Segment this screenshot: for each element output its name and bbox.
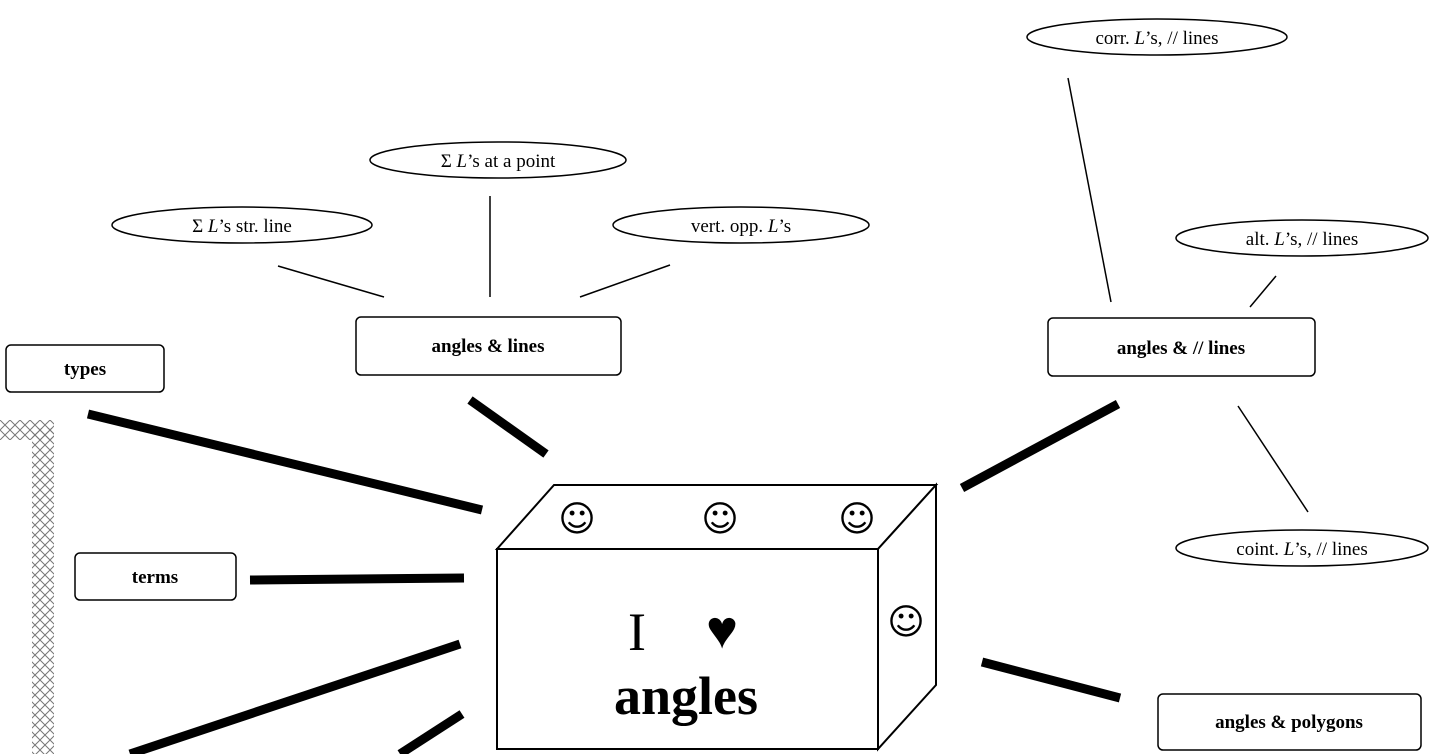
thin-alt [1250,276,1276,307]
svg-text:angles & // lines: angles & // lines [1117,338,1245,359]
connector-angles-lines [470,400,546,454]
connector-types [88,414,482,510]
svg-text:angles & lines: angles & lines [432,336,545,357]
thin-sum-str-line [278,266,384,297]
connector-lower-1 [130,644,460,754]
central-angles-title: angles [614,666,758,726]
central-i: I [628,602,646,662]
oval-coint: coint. L’s, // lines [1176,530,1428,566]
oval-sum-point: Σ L’s at a point [370,142,626,178]
smiley-top-right: ☺ [838,499,876,540]
smiley-top-left: ☺ [558,499,596,540]
thin-vert-opp [580,265,670,297]
heart-icon: ♥ [706,600,738,660]
thin-coint [1238,406,1308,512]
connector-terms [250,578,464,580]
oval-sum-str-line: Σ L’s str. line [112,207,372,243]
smiley-side: ☺ [887,602,925,643]
oval-corr: corr. L’s, // lines [1027,19,1287,55]
svg-text:coint. L’s, // lines: coint. L’s, // lines [1236,539,1367,560]
connector-parallel [962,404,1118,488]
oval-vert-opp: vert. opp. L’s [613,207,869,243]
svg-text:alt. L’s, // lines: alt. L’s, // lines [1246,229,1358,250]
connector-lower-2 [400,714,462,754]
svg-text:corr. L’s, // lines: corr. L’s, // lines [1096,28,1219,49]
svg-text:vert. opp. L’s: vert. opp. L’s [691,216,791,237]
box-angles-lines: angles & lines [356,317,621,375]
box-angles-parallel-lines: angles & // lines [1048,318,1315,376]
thin-connectors [278,78,1308,512]
svg-text:Σ L’s at a point: Σ L’s at a point [441,151,556,172]
box-terms: terms [75,553,236,600]
svg-text:types: types [64,359,106,380]
crosshatch-strip [32,428,54,754]
svg-text:angles & polygons: angles & polygons [1215,712,1363,733]
smiley-top-middle: ☺ [701,499,739,540]
svg-text:terms: terms [132,567,178,588]
crosshatch-strip-top [0,420,54,440]
svg-text:Σ L’s str. line: Σ L’s str. line [192,216,292,237]
thin-corr [1068,78,1111,302]
box-angles-polygons: angles & polygons [1158,694,1421,750]
box-types: types [6,345,164,392]
connector-polygons [982,662,1120,698]
oval-alt: alt. L’s, // lines [1176,220,1428,256]
